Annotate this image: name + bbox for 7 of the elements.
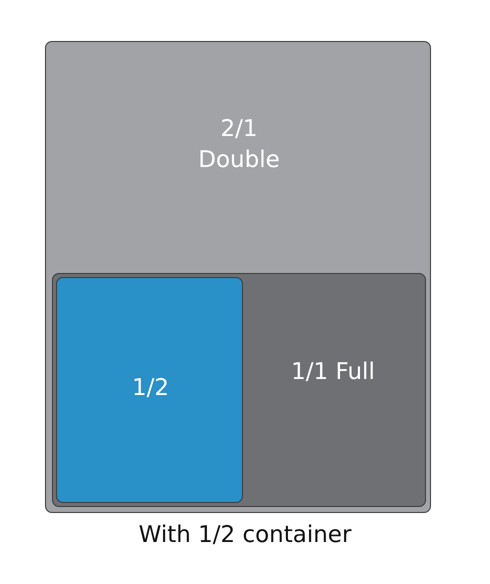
container-box [45, 41, 431, 513]
container-label: 1/1 Full [290, 358, 376, 387]
container-label: 2/1 Double [197, 115, 281, 175]
container-box [52, 273, 426, 507]
container-box [56, 277, 243, 503]
container-label: 1/2 [130, 374, 170, 403]
caption: With 1/2 container [138, 522, 352, 548]
